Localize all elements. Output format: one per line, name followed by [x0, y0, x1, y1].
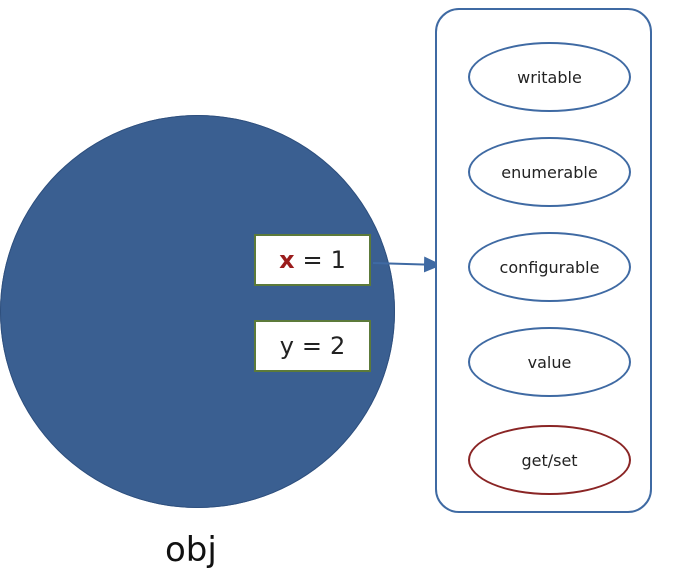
attribute-enumerable: enumerable [468, 137, 631, 207]
property-x-box: x = 1 [254, 234, 371, 286]
property-x-equals: = [302, 246, 323, 274]
attribute-get-set: get/set [468, 425, 631, 495]
object-label: obj [165, 530, 217, 570]
property-y-equals: = [301, 332, 323, 360]
attribute-value: value [468, 327, 631, 397]
property-y-box: y = 2 [254, 320, 371, 372]
property-x-name: x [279, 246, 295, 274]
property-y-name: y [279, 332, 294, 360]
attribute-configurable: configurable [468, 232, 631, 302]
property-y-value: 2 [330, 332, 346, 360]
object-circle [0, 115, 395, 508]
property-x-value: 1 [330, 246, 346, 274]
attribute-writable: writable [468, 42, 631, 112]
